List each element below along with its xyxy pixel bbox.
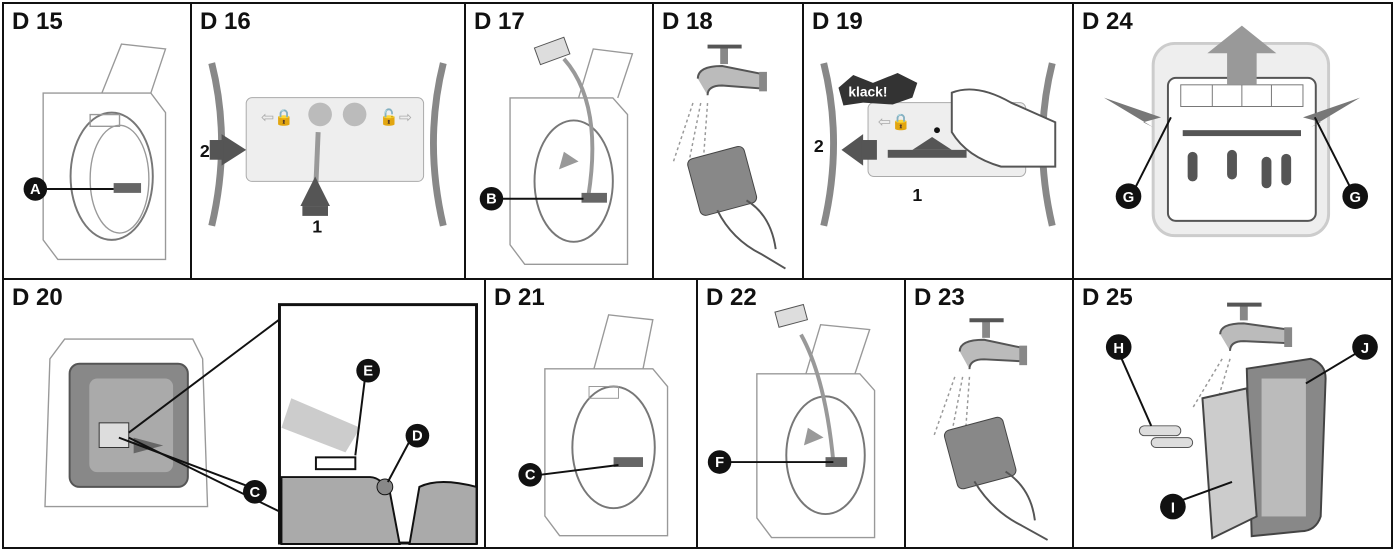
callout-e	[356, 358, 380, 383]
filter-unlock-illustration: ⇦🔒 🔓⇨ 2 1	[200, 62, 447, 237]
callout-i-text: I	[1171, 501, 1175, 517]
panel-d16: D 16 ⇦🔒 🔓⇨ 2 1	[190, 2, 466, 280]
filter-lock-illustration: ⇦🔒 klack! 2 1	[814, 62, 1057, 227]
panel-d24: D 24 G G	[1072, 2, 1393, 280]
panel-title: D 17	[474, 8, 525, 35]
callout-j-text: J	[1361, 341, 1369, 357]
svg-text:⇦🔒: ⇦🔒	[878, 112, 911, 131]
panel-d20: D 20 E D C	[2, 278, 486, 549]
callout-c	[243, 480, 267, 504]
callout-a-text: A	[30, 182, 41, 198]
step-2: 2	[200, 141, 210, 161]
panel-d21: D 21 C	[484, 278, 698, 549]
panel-title: D 20	[12, 284, 63, 311]
panel-d18: D 18	[652, 2, 804, 280]
drum-filter-location-illustration: E D C	[44, 303, 478, 546]
drum-filter-illustration: C	[518, 314, 669, 537]
callout-h	[1105, 334, 1132, 360]
panel-d22: D 22 F	[696, 278, 906, 549]
panel-title: D 22	[706, 284, 757, 311]
klack-sound: klack!	[848, 85, 887, 100]
lift-up-arrow	[1207, 25, 1277, 85]
callout-g-right-text: G	[1349, 190, 1361, 206]
callout-b-text: B	[486, 192, 497, 208]
step-2: 2	[814, 136, 824, 156]
rinse-filter-illustration	[672, 44, 786, 270]
step-1: 1	[312, 217, 322, 237]
panel-title: D 16	[200, 8, 251, 35]
step-1: 1	[912, 185, 922, 205]
panel-d23: D 23	[904, 278, 1074, 549]
panel-title: D 18	[662, 8, 713, 35]
panel-d17: D 17 B	[464, 2, 654, 280]
panel-title: D 15	[12, 8, 63, 35]
callout-a	[23, 177, 48, 201]
filter-part	[113, 183, 142, 193]
panel-title: D 24	[1082, 8, 1133, 35]
push-left-arrow	[861, 140, 877, 160]
callout-f-text: F	[715, 455, 724, 471]
callout-c-text: C	[250, 485, 261, 501]
panel-title: D 19	[812, 8, 863, 35]
svg-text:⇦🔒: ⇦🔒	[261, 107, 294, 126]
svg-text:🔓⇨: 🔓⇨	[379, 107, 412, 126]
callout-d-text: D	[412, 429, 423, 445]
callout-g-left-text: G	[1123, 190, 1135, 206]
filter-assembly-cleaning-illustration: H J I	[1105, 302, 1378, 540]
panel-title: D 21	[494, 284, 545, 311]
panel-title: D 25	[1082, 284, 1133, 311]
filter-removal-illustration: B	[479, 36, 634, 266]
panel-d19: D 19 ⇦🔒 klack! 2 1	[802, 2, 1074, 280]
hand-icon	[950, 88, 1057, 168]
callout-b	[479, 187, 504, 211]
callout-i	[1160, 493, 1186, 520]
washer-open-lid-illustration: A	[23, 43, 167, 261]
panel-title: D 23	[914, 284, 965, 311]
callout-d	[405, 423, 430, 448]
rinse-drum-filter-illustration	[932, 318, 1049, 541]
panel-d25: D 25 H J I	[1072, 278, 1393, 549]
drum-filter-removal-illustration: F	[707, 303, 876, 539]
callout-g-left	[1115, 183, 1142, 210]
callout-c-text: C	[525, 468, 536, 484]
callout-g-right	[1342, 183, 1369, 210]
callout-c	[518, 463, 542, 487]
callout-e-text: E	[363, 364, 373, 380]
push-right-arrow	[209, 140, 224, 160]
push-up-arrow	[300, 176, 330, 207]
callout-f	[707, 450, 732, 474]
filter-clips-illustration: G G	[1103, 25, 1369, 238]
callout-h-text: H	[1113, 341, 1124, 357]
panel-d15: D 15 A	[2, 2, 192, 280]
callout-j	[1352, 334, 1378, 360]
